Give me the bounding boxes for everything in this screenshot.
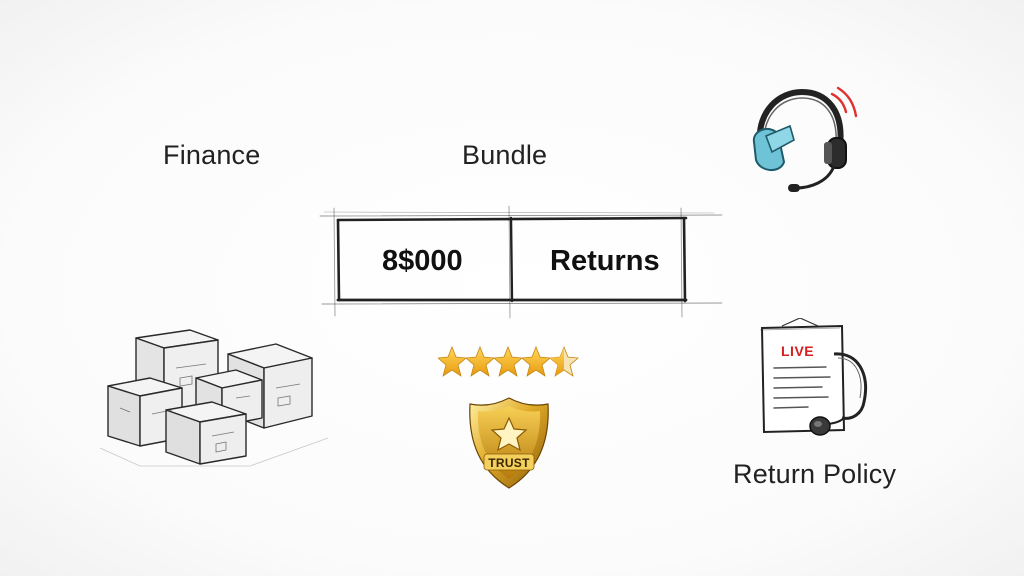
- bundle-label: Bundle: [462, 140, 548, 170]
- star-icon: [465, 346, 495, 377]
- star-icon: [521, 346, 551, 377]
- star-icon: [438, 346, 467, 377]
- trust-badge-text: TRUST: [488, 456, 530, 470]
- sketch-table: [319, 205, 723, 319]
- trust-shield-icon: [469, 397, 549, 489]
- returns-cell: Returns: [550, 245, 660, 277]
- live-label: LIVE: [781, 343, 815, 359]
- half-star-icon: [549, 346, 579, 377]
- headset-icon: [752, 86, 858, 192]
- live-policy-document-icon: [759, 318, 867, 436]
- amount-cell: 8$000: [382, 245, 463, 277]
- star-icon: [493, 346, 523, 377]
- star-icons: [438, 346, 579, 377]
- signal-waves-icon: [830, 86, 858, 118]
- star-rating: [438, 346, 579, 377]
- return-policy-label: Return Policy: [733, 459, 897, 489]
- finance-label: Finance: [163, 140, 261, 170]
- stacked-boxes-icon: [100, 329, 329, 467]
